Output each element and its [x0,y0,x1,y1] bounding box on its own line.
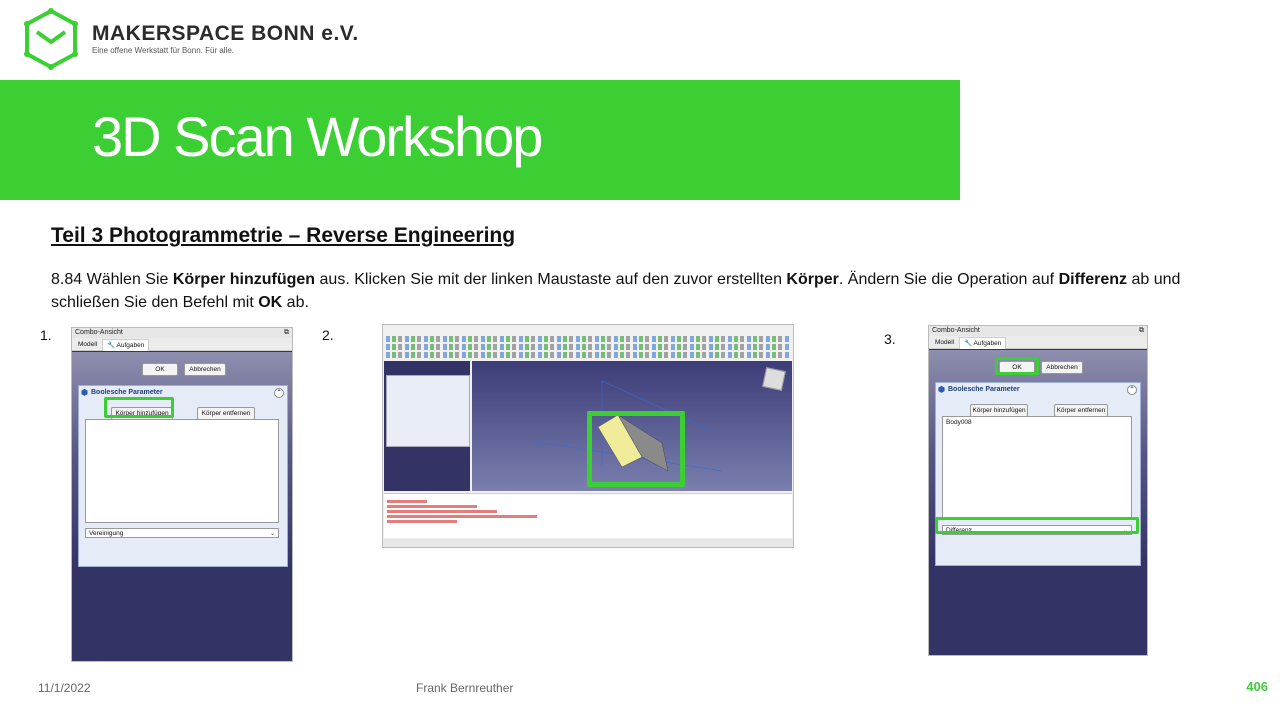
fc-model-svg [531,380,723,472]
tab-tasks-label: Aufgaben [116,342,145,349]
org-tagline: Eine offene Werkstatt für Bonn. Für alle… [92,46,234,55]
boolean-params-box: ⬢Boolesche Parameter⌃ Körper hinzufügen … [935,382,1141,566]
highlight-add-body [104,397,174,418]
collapse-icon[interactable]: ⌃ [274,388,284,398]
boolean-params-header: ⬢Boolesche Parameter ⌃ [936,383,1140,396]
instr-part: ab und schließen Sie den Befehl mit [51,271,1181,311]
ok-button[interactable]: OK [142,363,178,376]
boolean-icon: ⬢ [81,388,88,397]
combo-view-panel-step3: Combo-Ansicht⧉ Modell 🔧 Aufgaben OK Abbr… [928,325,1148,656]
instr-part: 8.84 Wählen Sie [51,271,173,288]
combo-view-panel-step1: Combo-Ansicht ⧉ Modell 🔧 Aufgaben OK Abbr… [71,327,293,662]
tab-model[interactable]: Modell [78,341,98,348]
boolean-params-title: Boolesche Parameter [91,389,163,396]
fc-report-view [384,493,792,538]
cancel-button[interactable]: Abbrechen [184,363,226,376]
step-3-label: 3. [884,331,896,347]
tab-tasks-label: Aufgaben [973,340,1002,347]
tab-model[interactable]: Modell [935,339,955,346]
nav-cube-icon[interactable] [762,367,786,391]
instr-bold: Körper [786,271,839,288]
instruction-text: 8.84 Wählen Sie Körper hinzufügen aus. K… [51,268,1231,314]
panel-tabs: Modell 🔧 Aufgaben [929,336,1147,349]
operation-select[interactable]: Vereinigung ⌄ [85,528,279,538]
body-list[interactable] [85,419,279,523]
highlight-ok [995,357,1039,375]
fc-status-bar [383,539,793,547]
org-name: MAKERSPACE BONN e.V. [92,22,359,45]
list-item[interactable]: Body008 [946,419,972,426]
panel-tabs: Modell 🔧 Aufgaben [72,338,292,351]
fc-titlebar [383,325,793,332]
task-area: OK Abbrechen ⬢Boolesche Parameter⌃ Körpe… [929,350,1147,655]
step-1-label: 1. [40,327,52,343]
freecad-screenshot [382,324,794,548]
body-list[interactable]: Body008 [942,416,1132,520]
fc-toolbar-row [386,336,790,342]
panel-title: Combo-Ansicht [932,327,980,334]
tab-tasks[interactable]: 🔧 Aufgaben [959,337,1007,349]
instr-part: aus. Klicken Sie mit der linken Maustast… [315,271,787,288]
console-line [387,510,497,513]
page-number: 406 [1246,679,1268,694]
console-line [387,515,537,518]
boolean-params-header: ⬢Boolesche Parameter ⌃ [79,386,287,399]
wrench-icon: 🔧 [964,340,973,347]
panel-title: Combo-Ansicht [75,329,123,336]
instr-part: ab. [282,294,309,311]
operation-value: Differenz [946,527,972,534]
console-line [387,505,477,508]
collapse-icon[interactable]: ⌃ [1127,385,1137,395]
boolean-icon: ⬢ [938,385,945,394]
fc-toolbar-row [386,344,790,350]
fc-3d-view[interactable] [472,361,792,491]
panel-header: Combo-Ansicht ⧉ [72,328,292,338]
instr-part: . Ändern Sie die Operation auf [838,271,1059,288]
cancel-button[interactable]: Abbrechen [1041,361,1083,374]
panel-header: Combo-Ansicht ⧉ [929,326,1147,336]
boolean-params-title: Boolesche Parameter [948,386,1020,393]
fc-combo-view [384,361,470,491]
step-2-label: 2. [322,327,334,343]
footer-author: Frank Bernreuther [416,681,514,695]
fc-toolbar-row [386,352,790,358]
highlight-operation [935,517,1139,534]
instr-bold: Differenz [1058,271,1128,288]
float-icon[interactable]: ⧉ [1139,327,1144,334]
console-line [387,520,457,523]
fc-task-panel [386,375,470,447]
instr-bold: OK [258,294,283,311]
title-band: 3D Scan Workshop [0,80,960,200]
makerspace-logo-icon [24,8,78,70]
operation-value: Vereinigung [89,530,124,537]
slide-title: 3D Scan Workshop [92,105,543,168]
float-icon[interactable]: ⧉ [284,329,289,336]
tab-tasks[interactable]: 🔧 Aufgaben [102,339,150,351]
console-line [387,500,427,503]
chevron-down-icon: ⌄ [269,531,275,537]
highlight-body [587,411,685,487]
footer-date: 11/1/2022 [38,681,91,695]
instr-bold: Körper hinzufügen [172,271,316,288]
wrench-icon: 🔧 [107,342,116,349]
section-title: Teil 3 Photogrammetrie – Reverse Enginee… [51,224,516,247]
